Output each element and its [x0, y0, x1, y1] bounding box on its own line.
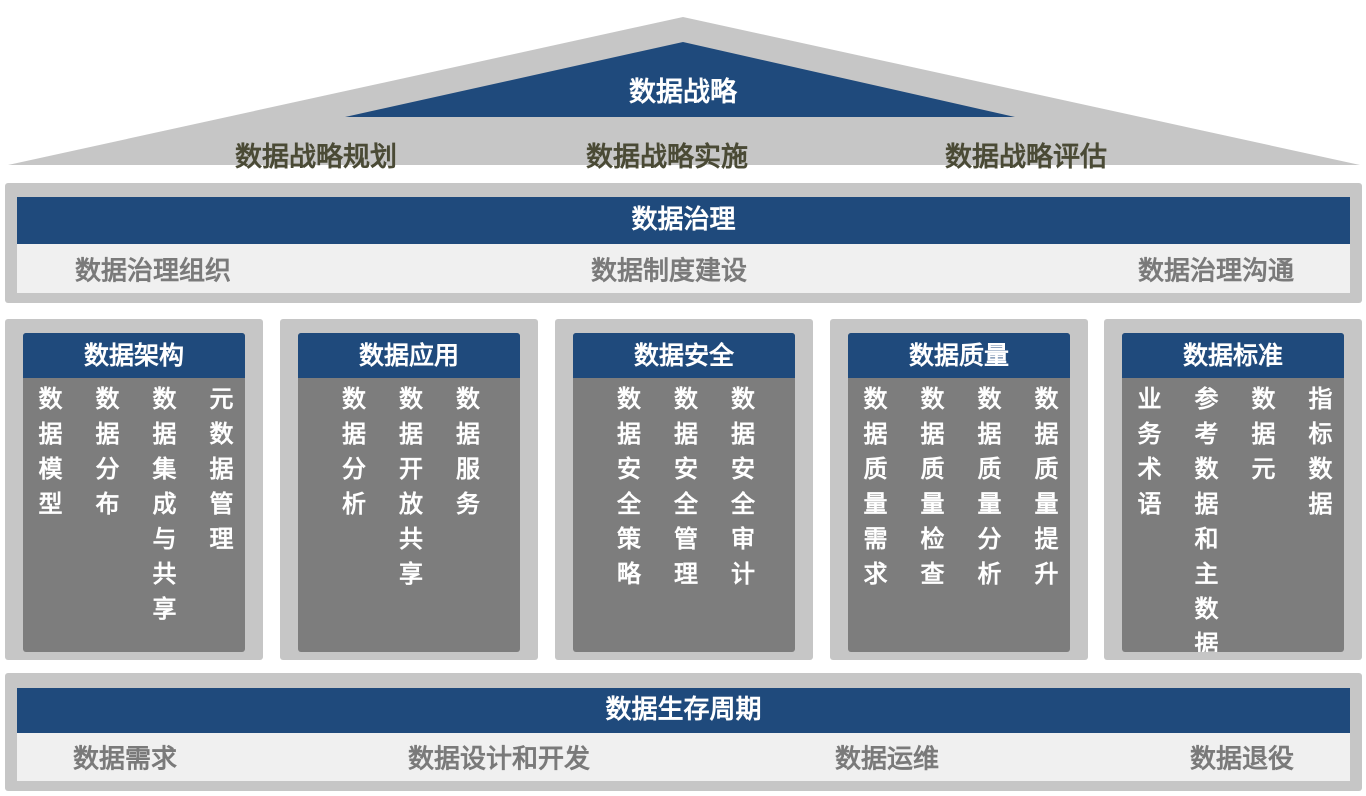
pillar-item: 数据元 — [1247, 386, 1275, 491]
lifecycle-band: 数据生存周期 数据需求 数据设计和开发 数据运维 数据退役 — [5, 673, 1362, 791]
pillar-1: 数据架构数据模型 数据分布 数据集成与共享 元数据管理 — [5, 319, 263, 660]
pillar-panel: 数据标准业务术语 参考数据和主数据 数据元 指标数据 — [1122, 333, 1344, 652]
governance-band: 数据治理 数据治理组织 数据制度建设 数据治理沟通 — [5, 183, 1362, 303]
pillar-item: 数据安全审计 — [726, 386, 755, 596]
strategy-item: 数据战略规划 — [235, 142, 397, 173]
pillar-item: 指标数据 — [1304, 386, 1332, 526]
pillar-items: 业务术语 参考数据和主数据 数据元 指标数据 — [1122, 378, 1344, 652]
governance-item: 数据治理组织 — [75, 256, 232, 286]
governance-item: 数据制度建设 — [591, 256, 748, 286]
pillar-item: 数据安全策略 — [612, 386, 641, 596]
pillar-item: 数据模型 — [34, 386, 62, 526]
pillar-items: 数据分析数据开放共享数据服务 — [298, 378, 520, 596]
pillar-item: 业务术语 — [1133, 386, 1161, 526]
pillar-item: 元数据管理 — [205, 386, 233, 561]
strategy-item: 数据战略实施 — [586, 142, 748, 173]
pillar-item: 参考数据和主数据 — [1190, 386, 1218, 652]
pillar-item: 数据质量需求 — [859, 386, 887, 596]
pillar-item: 数据质量提升 — [1030, 386, 1058, 596]
pillar-item: 数据质量分析 — [973, 386, 1001, 596]
lifecycle-item: 数据设计和开发 — [408, 744, 591, 775]
lifecycle-item: 数据需求 — [73, 744, 178, 775]
pillar-4: 数据质量数据质量需求 数据质量检查 数据质量分析 数据质量提升 — [830, 319, 1088, 660]
pillar-3: 数据安全数据安全策略数据安全管理数据安全审计 — [555, 319, 813, 660]
pillar-items: 数据质量需求 数据质量检查 数据质量分析 数据质量提升 — [848, 378, 1070, 596]
pillar-panel: 数据安全数据安全策略数据安全管理数据安全审计 — [573, 333, 795, 652]
lifecycle-item: 数据退役 — [1189, 744, 1294, 775]
pillar-items: 数据安全策略数据安全管理数据安全审计 — [573, 378, 795, 596]
lifecycle-items: 数据需求 数据设计和开发 数据运维 数据退役 — [17, 733, 1350, 781]
pillar-2: 数据应用数据分析数据开放共享数据服务 — [280, 319, 538, 660]
pillar-item: 数据集成与共享 — [148, 386, 176, 631]
lifecycle-item: 数据运维 — [835, 744, 940, 775]
pillar-panel: 数据应用数据分析数据开放共享数据服务 — [298, 333, 520, 652]
governance-items: 数据治理组织 数据制度建设 数据治理沟通 — [17, 244, 1350, 293]
pillar-5: 数据标准业务术语 参考数据和主数据 数据元 指标数据 — [1104, 319, 1362, 660]
governance-item: 数据治理沟通 — [1137, 256, 1294, 286]
pillar-item: 数据开放共享 — [394, 386, 423, 596]
lifecycle-title: 数据生存周期 — [17, 688, 1350, 733]
pillar-item: 数据服务 — [451, 386, 480, 526]
pillar-item: 数据质量检查 — [916, 386, 944, 596]
pillar-title: 数据质量 — [848, 333, 1070, 378]
pillar-panel: 数据质量数据质量需求 数据质量检查 数据质量分析 数据质量提升 — [848, 333, 1070, 652]
pillar-panel: 数据架构数据模型 数据分布 数据集成与共享 元数据管理 — [23, 333, 245, 652]
pillar-items: 数据模型 数据分布 数据集成与共享 元数据管理 — [23, 378, 245, 631]
governance-title: 数据治理 — [17, 197, 1350, 244]
pillar-item: 数据分析 — [337, 386, 366, 526]
pillar-title: 数据标准 — [1122, 333, 1344, 378]
pillar-item: 数据分布 — [91, 386, 119, 526]
strategy-title: 数据战略 — [629, 77, 737, 108]
pillar-title: 数据应用 — [298, 333, 520, 378]
pillar-title: 数据架构 — [23, 333, 245, 378]
roof-shape — [8, 17, 1360, 165]
pillar-title: 数据安全 — [573, 333, 795, 378]
strategy-item: 数据战略评估 — [945, 142, 1107, 173]
pillar-item: 数据安全管理 — [669, 386, 698, 596]
